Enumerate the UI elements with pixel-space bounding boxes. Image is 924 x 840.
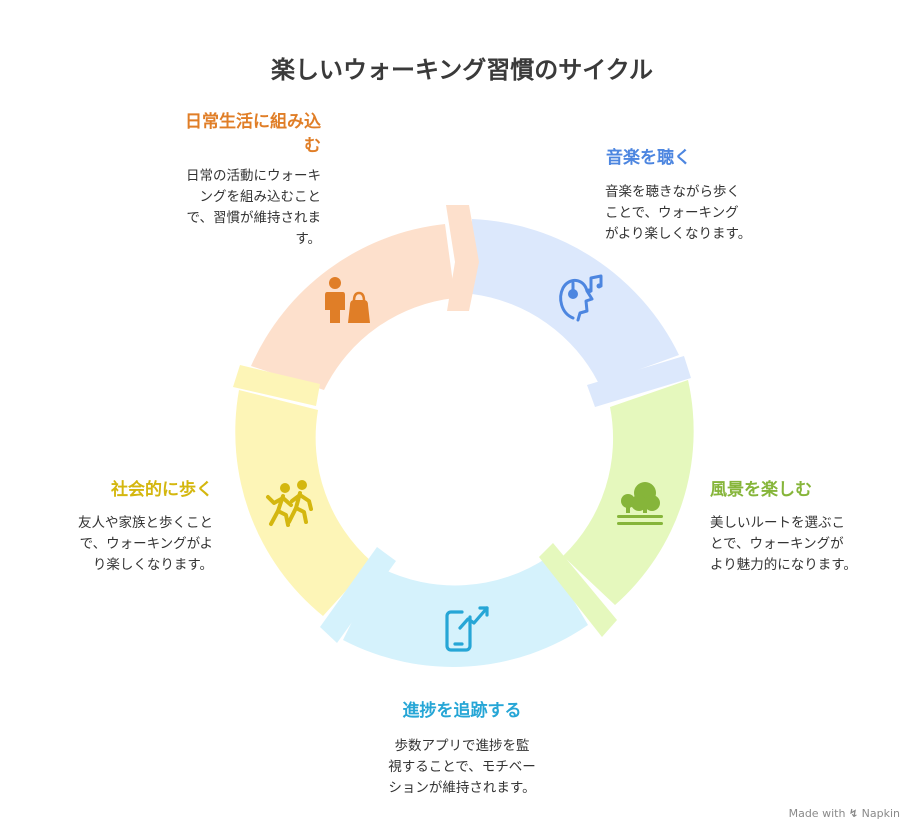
connector-daily-music <box>446 205 479 311</box>
heading-line: む <box>304 136 321 156</box>
desc-line: がより楽しくなります。 <box>605 226 752 242</box>
heading-daily: 日常生活に組み込 む <box>185 110 321 158</box>
heading-music: 音楽を聴く <box>606 148 691 168</box>
desc-scenery: 美しいルートを選ぶこ とで、ウォーキングが より魅力的になります。 <box>710 513 857 576</box>
connector-progress-social <box>320 547 396 643</box>
music-head-icon <box>559 274 603 322</box>
people-walking-icon <box>280 480 307 493</box>
connector-social-daily <box>233 365 320 406</box>
desc-line: ングを組み込むこと <box>199 189 322 205</box>
heading-scenery: 風景を楽しむ <box>710 480 812 500</box>
phone-trend-icon <box>445 606 489 652</box>
desc-progress: 歩数アプリで進捗を監 視することで、モチベー ションが維持されます。 <box>362 736 562 799</box>
person-bag-icon <box>325 277 370 323</box>
desc-line: で、習慣が維持されま <box>186 210 321 226</box>
segment-scenery <box>563 380 694 605</box>
desc-social: 友人や家族と歩くこと で、ウォーキングがよ り楽しくなります。 <box>78 513 213 576</box>
desc-line: 音楽を聴きながら歩く <box>605 184 740 200</box>
connector-scenery-progress <box>539 543 617 637</box>
desc-line: で、ウォーキングがよ <box>79 536 213 552</box>
desc-line: ことで、ウォーキング <box>605 205 739 221</box>
desc-line: 友人や家族と歩くこと <box>78 515 213 531</box>
diagram-title: 楽しいウォーキング習慣のサイクル <box>270 56 654 84</box>
connector-music-scenery <box>587 356 691 407</box>
desc-line: 視することで、モチベー <box>388 759 536 775</box>
napkin-logo-icon: ↯ <box>848 807 859 820</box>
desc-line: り楽しくなります。 <box>92 557 213 573</box>
desc-line: ションが維持されます。 <box>388 780 536 796</box>
desc-line: 日常の活動にウォーキ <box>186 168 321 184</box>
desc-music: 音楽を聴きながら歩く ことで、ウォーキング がより楽しくなります。 <box>605 182 751 245</box>
napkin-credit: Made with ↯ Napkin <box>789 807 900 820</box>
desc-line: 美しいルートを選ぶこ <box>710 515 845 531</box>
segment-music <box>472 219 679 384</box>
desc-line: とで、ウォーキングが <box>710 536 844 552</box>
segment-social <box>235 390 372 616</box>
desc-daily: 日常の活動にウォーキ ングを組み込むこと で、習慣が維持されま す。 <box>186 166 321 250</box>
desc-line: 歩数アプリで進捗を監 <box>394 738 530 754</box>
heading-line: 日常生活に組み込 <box>185 112 321 132</box>
heading-social: 社会的に歩く <box>111 480 213 500</box>
segment-progress <box>343 557 588 667</box>
made-with-label: Made with <box>788 807 846 820</box>
desc-line: より魅力的になります。 <box>710 557 857 573</box>
trees-landscape-icon <box>617 482 663 525</box>
brand-label: Napkin <box>861 807 900 820</box>
heading-progress: 進捗を追跡する <box>402 701 522 721</box>
desc-line: す。 <box>295 231 321 247</box>
